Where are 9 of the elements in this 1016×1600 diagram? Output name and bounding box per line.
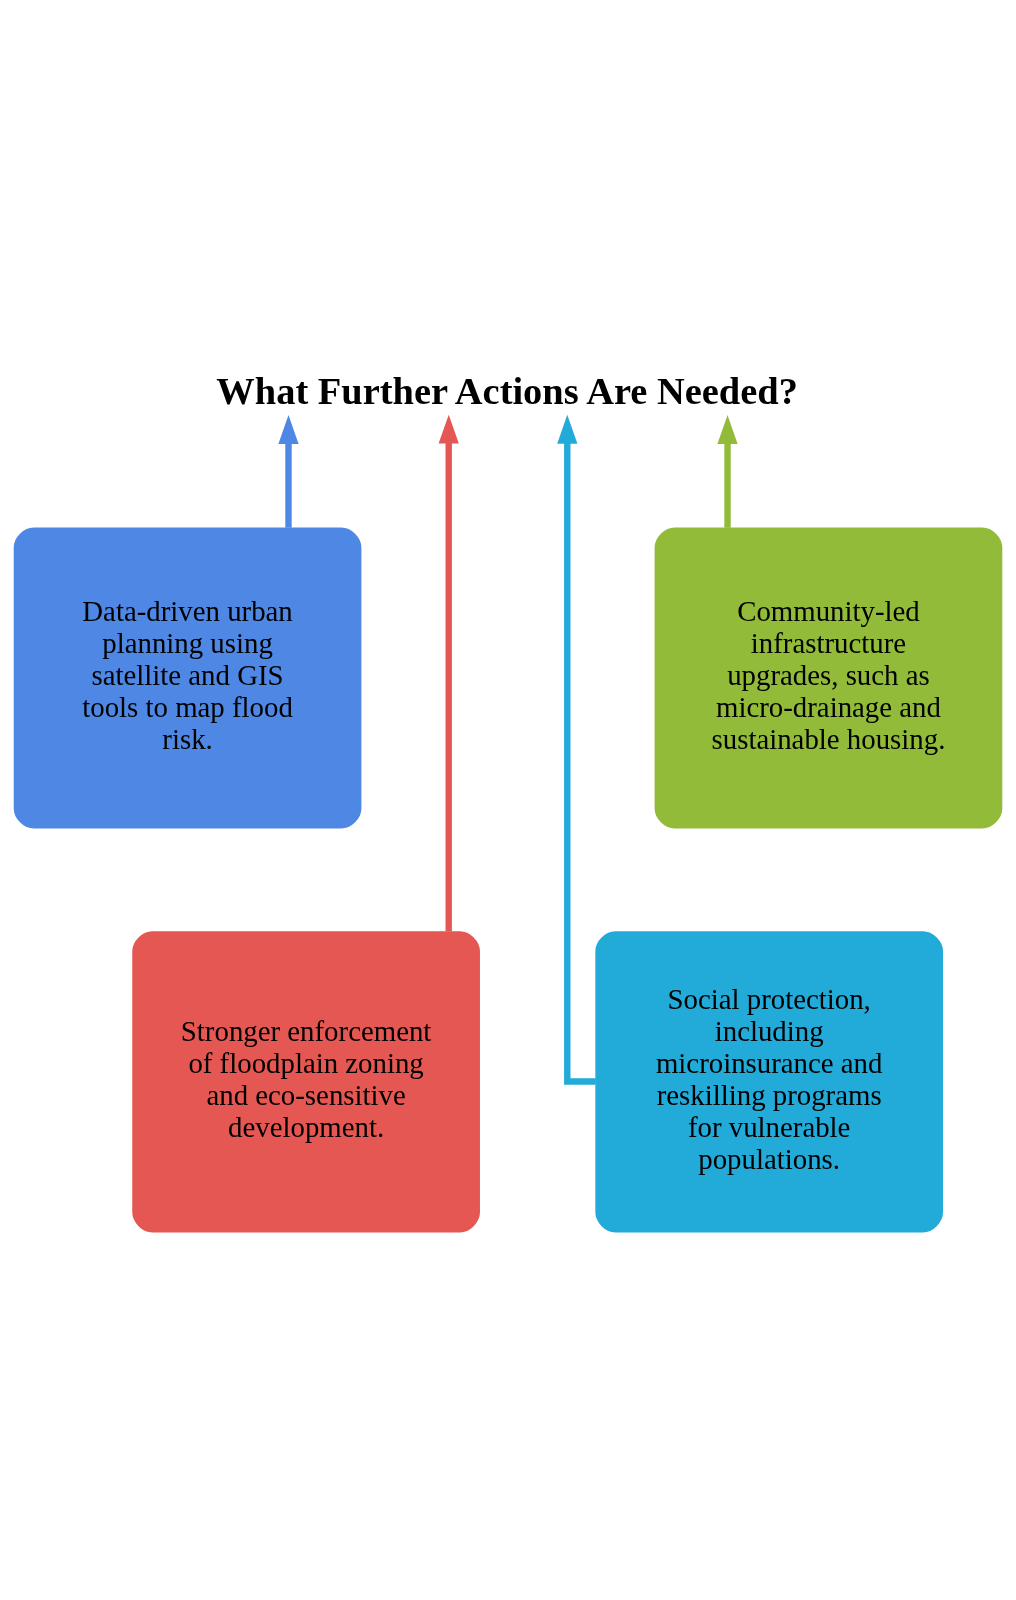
node-box: Data-driven urban planning using satellite and GIS tools to map flood risk.	[13, 527, 362, 829]
node-box: Community-led infrastructure upgrades, such as micro-drainage and sustainable housing.	[654, 527, 1003, 829]
arrow	[278, 415, 299, 528]
arrow	[557, 414, 596, 1085]
arrow	[438, 414, 459, 932]
arrow	[717, 415, 738, 528]
diagram-title: What Further Actions Are Needed?	[216, 369, 798, 412]
node-box: Social protection, including microinsurance and reskilling programs for vulnerable populations.	[595, 931, 943, 1233]
node-box: Stronger enforcement of floodplain zoning and eco-sensitive development.	[132, 931, 480, 1233]
